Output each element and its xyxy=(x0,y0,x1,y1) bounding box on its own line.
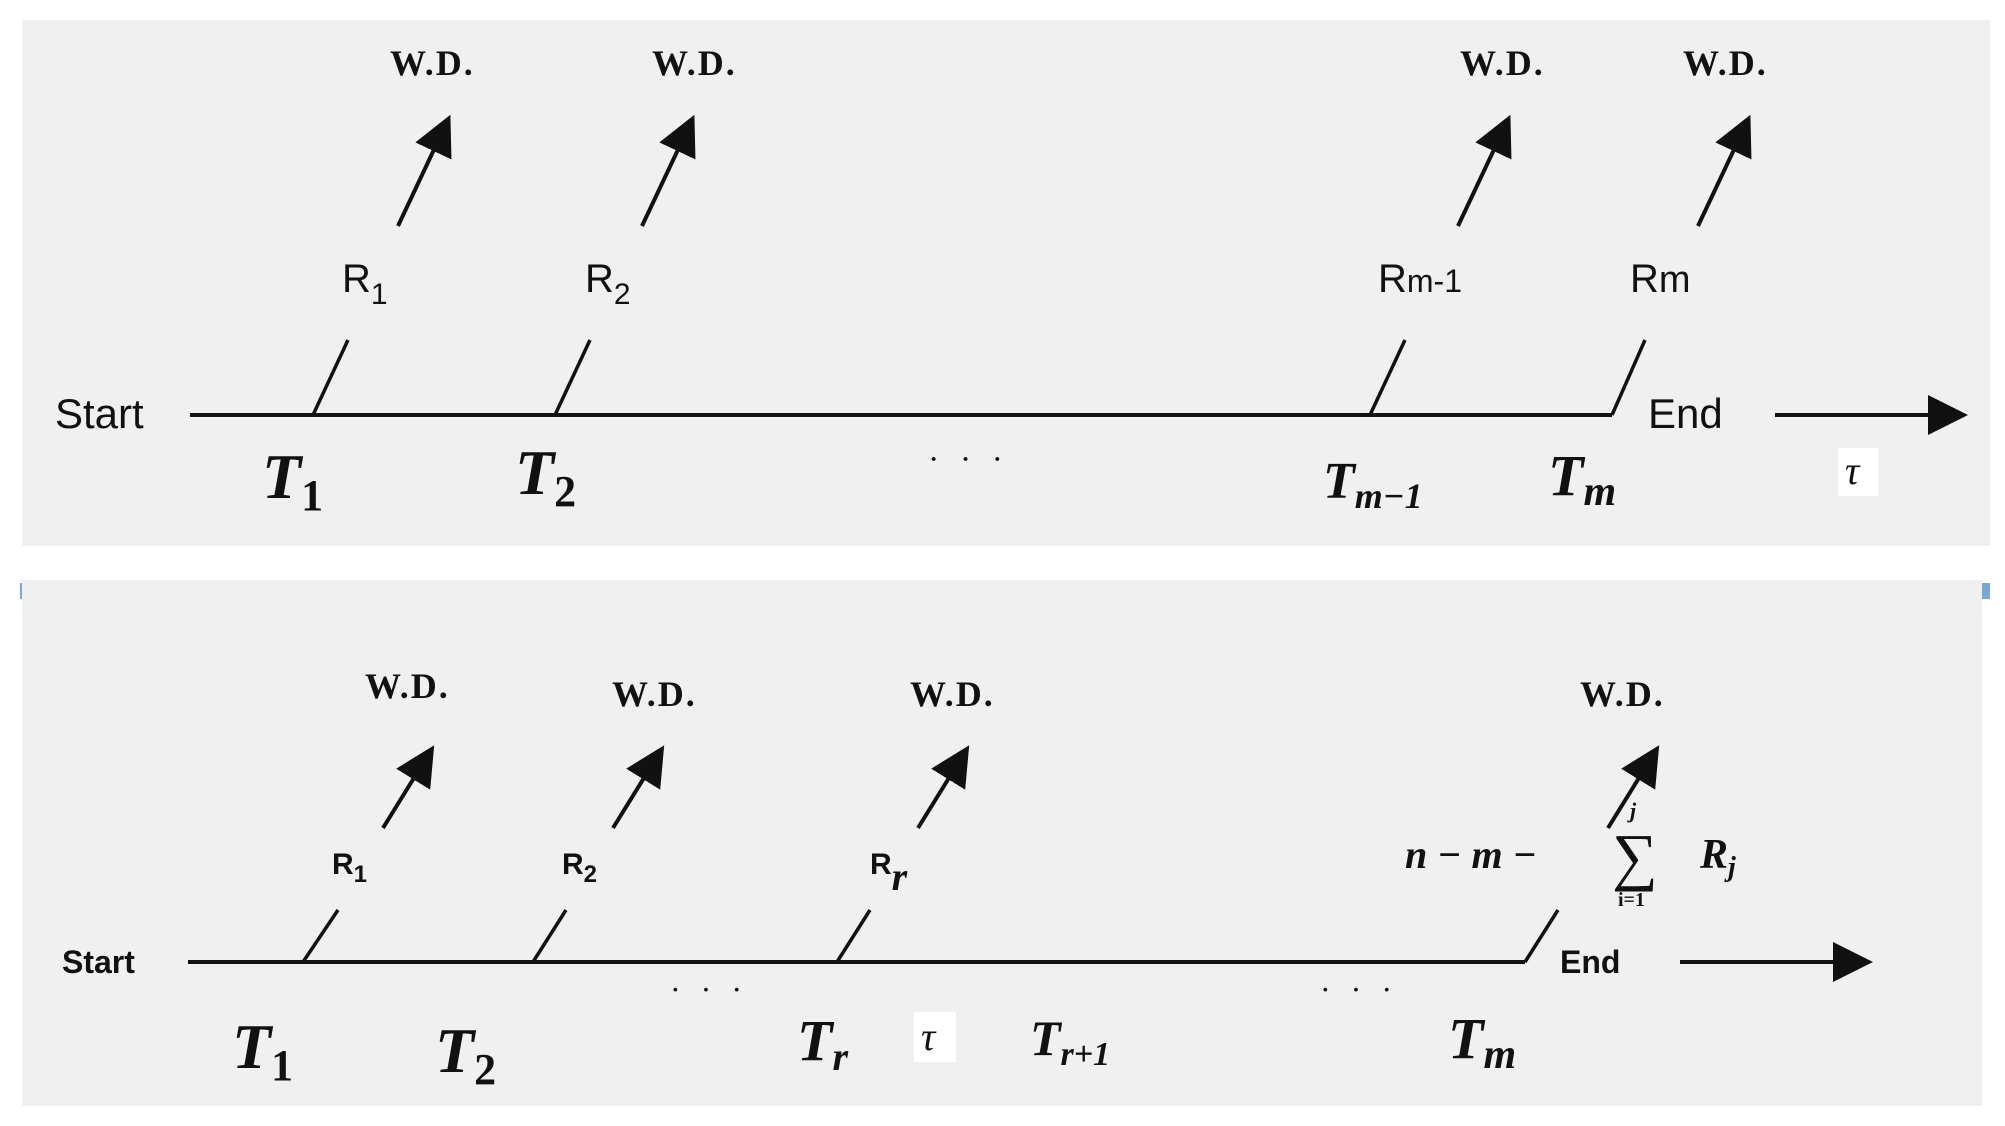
top-time-label-4: Tm xyxy=(1548,443,1616,515)
formula-prefix: n − m − xyxy=(1405,832,1537,877)
bottom-slash-4 xyxy=(1523,909,1560,963)
bottom-time-base-2: T xyxy=(435,1015,477,1086)
top-removal-sub-1: 1 xyxy=(371,278,388,311)
top-time-base-1: T xyxy=(262,441,304,512)
top-tau-label: τ xyxy=(1845,448,1861,493)
bottom-slash-2 xyxy=(531,909,568,963)
top-slash-2 xyxy=(553,339,592,416)
top-panel: W.D. W.D. W.D. W.D. R1 R2 Rm-1 Rm Start … xyxy=(22,20,1990,546)
bottom-time-label-5: Tm xyxy=(1448,1006,1516,1078)
bottom-time-base-4: T xyxy=(1030,1010,1063,1066)
top-withdrawal-arrow-2 xyxy=(640,114,696,227)
bottom-removal-sub-2: 2 xyxy=(584,861,597,888)
bottom-removal-base-1: R xyxy=(332,848,354,881)
bottom-tau-label: τ xyxy=(921,1014,937,1059)
bottom-slash-3 xyxy=(835,909,872,963)
top-end-label: End xyxy=(1648,390,1723,437)
bottom-time-label-1: T1 xyxy=(232,1011,293,1090)
bottom-withdrawal-arrow-2 xyxy=(611,745,665,830)
bottom-time-sub-5: m xyxy=(1483,1032,1516,1078)
formula-term-base: R xyxy=(1699,832,1728,878)
bottom-tau-highlight xyxy=(914,1012,956,1062)
bottom-ellipsis-2: · · · xyxy=(1320,971,1398,1007)
top-slash-3 xyxy=(1368,339,1407,416)
top-slash-1 xyxy=(311,339,350,416)
bottom-removal-label-2: R2 xyxy=(562,848,597,888)
top-withdrawal-arrow-4 xyxy=(1696,114,1752,227)
top-removal-base-2: R xyxy=(585,257,614,301)
top-removal-label-2: R2 xyxy=(585,257,631,311)
bottom-panel: W.D. W.D. W.D. W.D. R1 R2 Rr n − m − ∑ j… xyxy=(22,580,1982,1106)
bottom-ellipsis-1: · · · xyxy=(670,971,748,1007)
top-wd-label-2: W.D. xyxy=(652,43,737,83)
formula-sum-lower: i=1 xyxy=(1618,889,1645,911)
bottom-start-label: Start xyxy=(62,944,135,980)
final-removal-formula: n − m − ∑ j i=1 Rj xyxy=(1405,798,1736,911)
top-time-base-4: T xyxy=(1548,443,1586,508)
top-removal-label-3: Rm-1 xyxy=(1378,257,1462,301)
bottom-time-base-3: T xyxy=(797,1008,835,1073)
top-start-label: Start xyxy=(55,390,144,437)
bottom-time-sub-3: r xyxy=(832,1034,848,1079)
top-tau-highlight xyxy=(1838,448,1878,496)
top-removal-label-1: R1 xyxy=(342,257,388,311)
top-removal-label-4: Rm xyxy=(1630,257,1691,301)
top-removal-base-3: R xyxy=(1378,257,1407,301)
top-time-label-3: Tm−1 xyxy=(1323,453,1423,516)
bottom-removal-base-2: R xyxy=(562,848,584,881)
formula-term: Rj xyxy=(1699,832,1736,883)
top-removal-sub-4: m xyxy=(1659,259,1691,301)
top-withdrawal-arrow-3 xyxy=(1456,114,1512,227)
top-time-label-2: T2 xyxy=(515,437,576,516)
top-time-sub-4: m xyxy=(1583,469,1616,515)
bottom-removal-base-3: R xyxy=(870,848,892,881)
top-panel-background xyxy=(22,20,1990,546)
bottom-time-base-5: T xyxy=(1448,1006,1486,1071)
bottom-removal-label-3: Rr xyxy=(870,848,908,899)
bottom-wd-label-2: W.D. xyxy=(612,674,697,714)
separator-mark-left xyxy=(20,583,23,599)
bottom-time-base-1: T xyxy=(232,1011,274,1082)
bottom-wd-label-3: W.D. xyxy=(910,674,995,714)
top-removal-base-4: R xyxy=(1630,257,1659,301)
top-removal-sub-3: m-1 xyxy=(1407,263,1462,299)
formula-sum-upper: j xyxy=(1627,798,1637,823)
top-wd-label-1: W.D. xyxy=(390,43,475,83)
bottom-time-sub-4: r+1 xyxy=(1061,1036,1111,1073)
bottom-removal-sub-3: r xyxy=(892,854,908,899)
formula-sum-symbol: ∑ xyxy=(1612,821,1658,892)
bottom-slash-1 xyxy=(301,909,340,963)
top-removal-sub-2: 2 xyxy=(614,278,631,311)
bottom-time-label-2: T2 xyxy=(435,1015,496,1094)
bottom-withdrawal-arrow-4 xyxy=(1606,745,1660,830)
top-time-sub-3: m−1 xyxy=(1355,476,1423,516)
bottom-withdrawal-arrow-1 xyxy=(381,745,435,830)
top-wd-label-3: W.D. xyxy=(1460,43,1545,83)
top-time-base-3: T xyxy=(1323,453,1357,510)
bottom-wd-label-1: W.D. xyxy=(365,666,450,706)
top-time-sub-2: 2 xyxy=(554,467,576,516)
bottom-removal-sub-1: 1 xyxy=(354,861,367,888)
bottom-withdrawal-arrow-3 xyxy=(916,745,970,830)
top-wd-label-4: W.D. xyxy=(1683,43,1768,83)
bottom-time-sub-2: 2 xyxy=(474,1045,496,1094)
bottom-time-label-4: Tr+1 xyxy=(1030,1010,1110,1073)
top-removal-base-1: R xyxy=(342,257,371,301)
top-time-label-1: T1 xyxy=(262,441,323,520)
top-time-base-2: T xyxy=(515,437,557,508)
bottom-wd-label-4: W.D. xyxy=(1580,674,1665,714)
top-ellipsis: · · · xyxy=(928,441,1009,478)
top-slash-4 xyxy=(1610,339,1647,416)
top-withdrawal-arrow-1 xyxy=(396,114,452,227)
bottom-removal-label-1: R1 xyxy=(332,848,367,888)
bottom-panel-background xyxy=(22,580,1982,1106)
bottom-time-sub-1: 1 xyxy=(271,1041,293,1090)
bottom-time-label-3: Tr xyxy=(797,1008,848,1079)
bottom-end-label: End xyxy=(1560,944,1620,980)
separator-mark-right xyxy=(1982,583,1990,599)
top-time-sub-1: 1 xyxy=(301,471,323,520)
